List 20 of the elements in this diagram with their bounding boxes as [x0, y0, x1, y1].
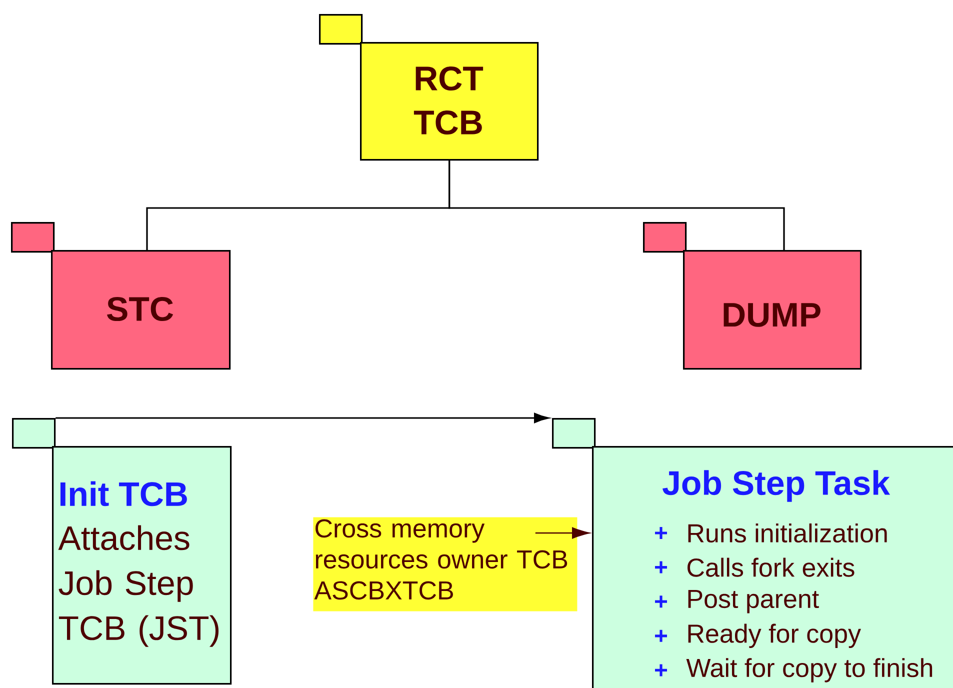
bullet-item: Wait for copy to finish [654, 658, 932, 682]
tab-square [643, 222, 687, 253]
task-box: STC [51, 250, 231, 370]
box-heading: Job Step Task [662, 470, 890, 502]
task-box: RCT TCB [360, 42, 539, 161]
bullet-item: Post parent [654, 590, 819, 614]
bullet-item: Calls fork exits [654, 558, 854, 577]
tab-square [12, 418, 56, 449]
bullet-item: Runs initialization [654, 523, 887, 543]
bullet-item: Ready for copy [654, 624, 861, 648]
task-box: DUMP [683, 250, 862, 370]
tab-square [11, 222, 55, 253]
box-heading: Init TCB [60, 481, 187, 506]
connector-line [448, 160, 785, 250]
tab-square [552, 418, 596, 449]
arrow [535, 527, 590, 539]
box-text: Attaches Job Step TCB (JST) [58, 525, 219, 647]
callout-box: Cross memory resources owner TCB ASCBXTCB [313, 517, 578, 612]
arrow [56, 412, 549, 424]
tab-square [319, 14, 363, 45]
